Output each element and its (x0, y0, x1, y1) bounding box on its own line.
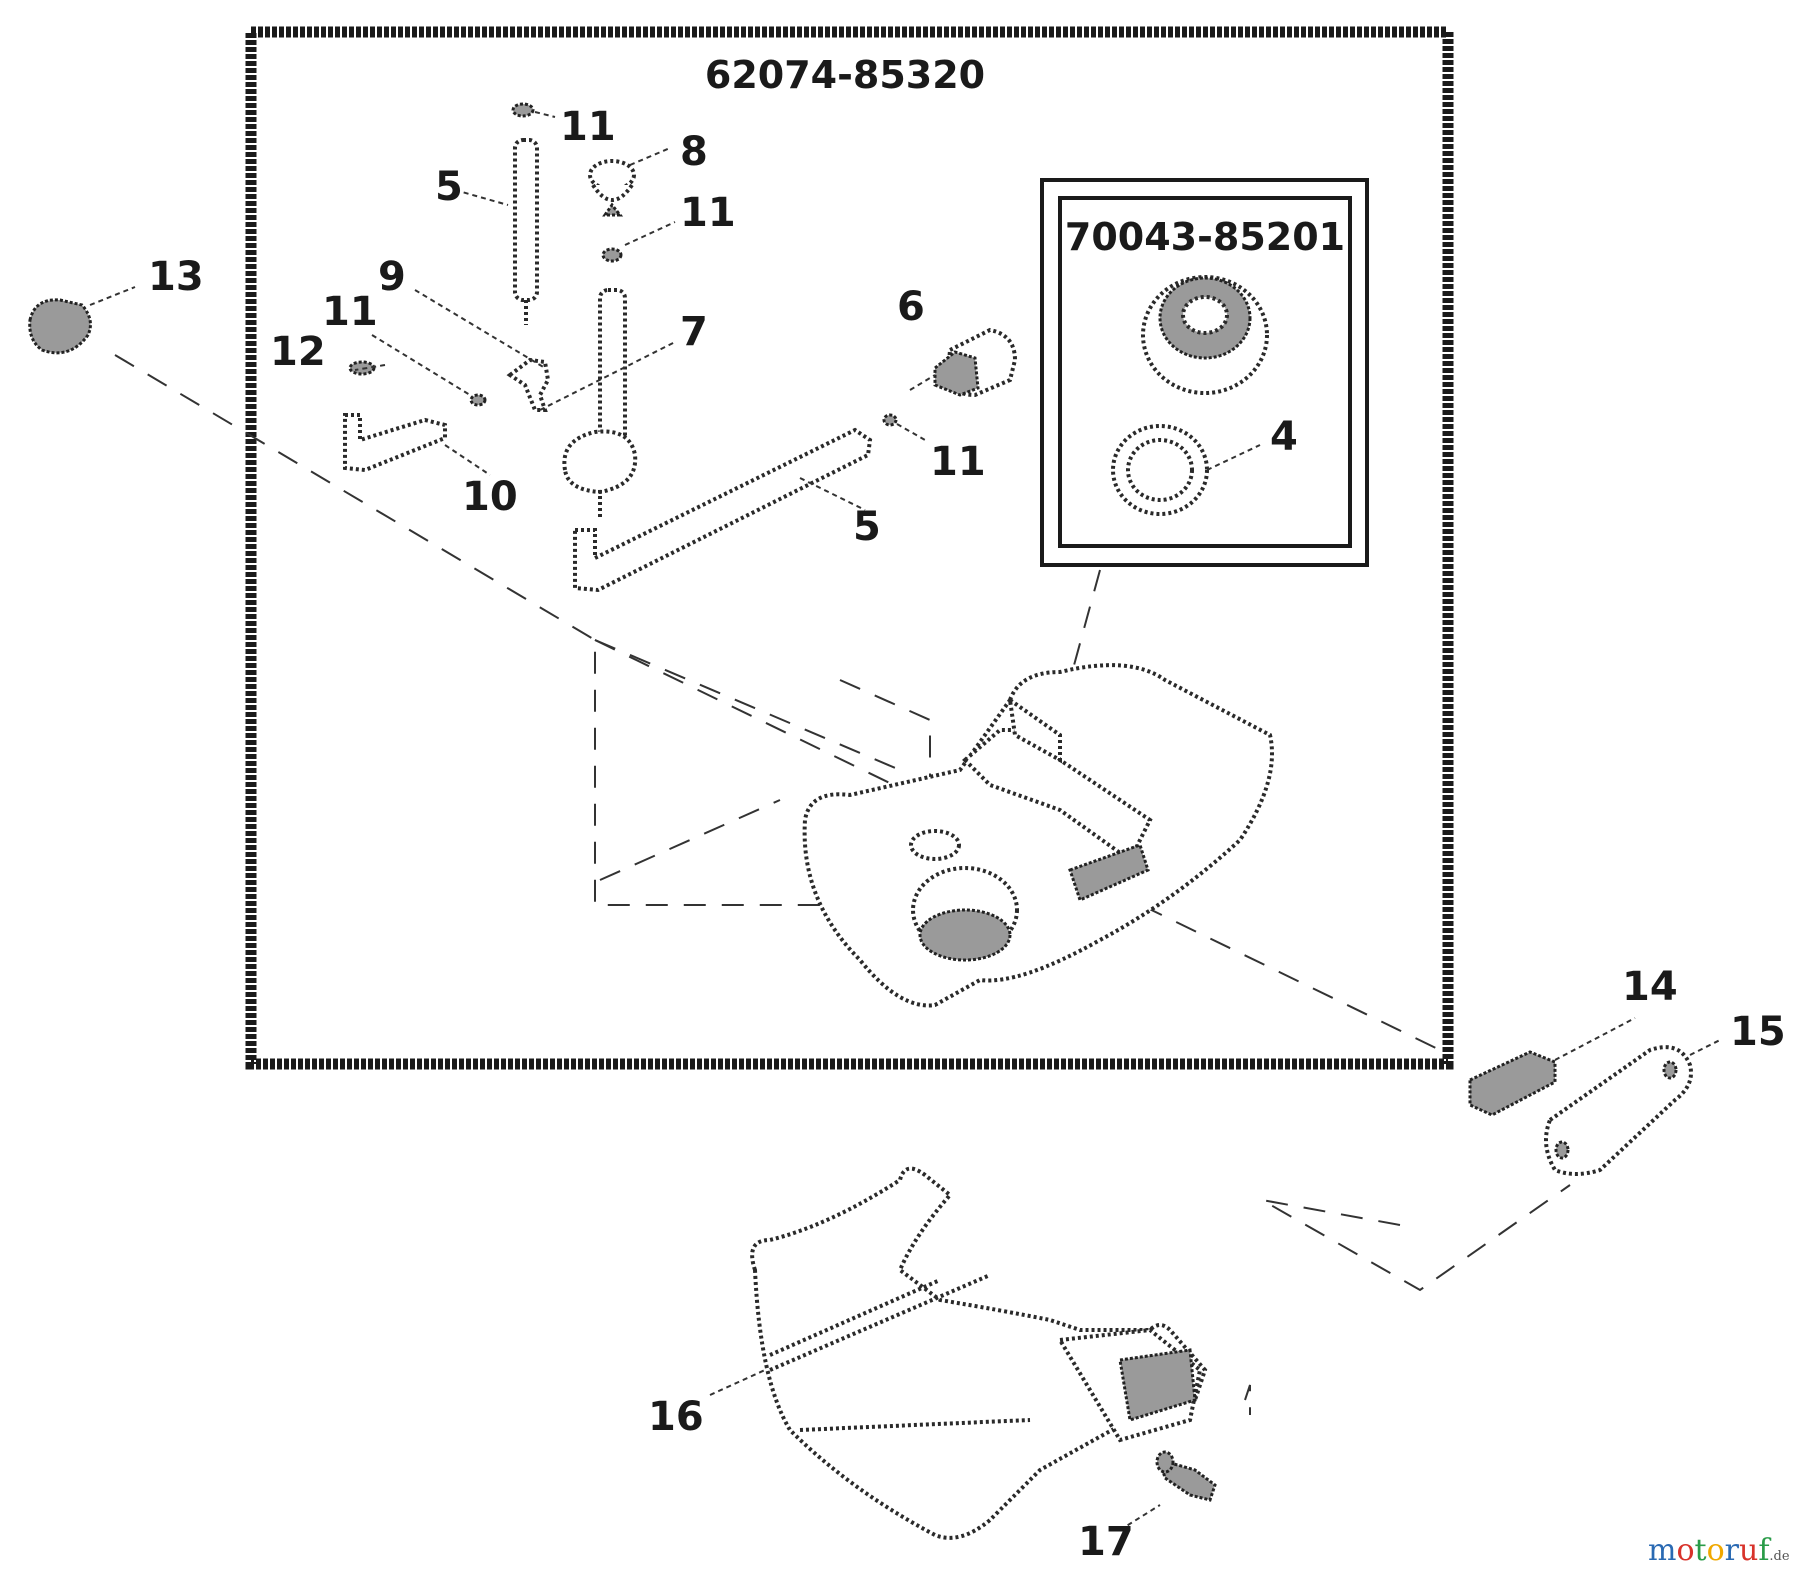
kit-frame-main (245, 26, 1454, 1070)
part-11-clip-left (469, 393, 487, 407)
part-17-bolt (1155, 1450, 1217, 1502)
callout-4: 4 (1270, 414, 1298, 460)
watermark-letter: o (1676, 1533, 1694, 1568)
part-5-vertical-hose (513, 138, 539, 325)
watermark-letter: o (1707, 1533, 1725, 1568)
part-11-clip-upper (601, 247, 623, 263)
watermark-letter: t (1695, 1533, 1707, 1568)
callout-5-bottom: 5 (853, 504, 881, 550)
kit-frame-cap (1040, 178, 1369, 567)
part-4-seal-ring (1111, 424, 1209, 516)
kit-label-main: 62074-85320 (705, 53, 985, 97)
callout-11-upper: 11 (680, 190, 736, 236)
part-12-screw (348, 360, 376, 376)
watermark-letter: f (1758, 1533, 1771, 1568)
part-9-elbow (506, 357, 551, 412)
part-16-base-plate (750, 1166, 1208, 1540)
watermark-logo: motoruf.de (1648, 1533, 1790, 1568)
part-14-grommet (1468, 1050, 1557, 1117)
leader-lines (89, 111, 1721, 1531)
callout-7: 7 (680, 309, 708, 355)
callout-9: 9 (378, 254, 406, 300)
kit-label-cap: 70043-85201 (1065, 215, 1345, 259)
part-15-bracket (1544, 1045, 1693, 1176)
watermark-letter: r (1725, 1533, 1740, 1568)
callouts: 13 5 11 8 11 9 11 12 7 6 10 11 5 4 14 15… (148, 104, 1786, 1565)
part-8-fuel-filter (588, 159, 636, 217)
watermark-suffix: .de (1769, 1549, 1789, 1564)
callout-14: 14 (1622, 964, 1678, 1010)
callout-12: 12 (270, 329, 326, 375)
part-7-fuel-hose (562, 288, 638, 520)
part-10-l-pipe (343, 413, 447, 473)
part-13-grommet (28, 298, 92, 355)
part-5-long-pipe (573, 427, 873, 593)
callout-13: 13 (148, 254, 204, 300)
callout-10: 10 (462, 474, 518, 520)
callout-11-top: 11 (560, 104, 616, 150)
callout-15: 15 (1730, 1009, 1786, 1055)
part-11-clip-top (511, 102, 535, 118)
callout-11-left: 11 (322, 289, 378, 335)
kit-frame-cap-inner (1058, 196, 1352, 548)
callout-16: 16 (648, 1394, 704, 1440)
callout-6: 6 (897, 284, 925, 330)
callout-11-right: 11 (930, 439, 986, 485)
watermark-letter: u (1739, 1533, 1758, 1568)
callout-8: 8 (680, 129, 708, 175)
callout-5-top: 5 (435, 164, 463, 210)
fuel-tank (802, 663, 1274, 1008)
watermark-letter: m (1648, 1533, 1676, 1568)
part-fuel-cap (1141, 275, 1269, 395)
callout-17: 17 (1078, 1519, 1134, 1565)
part-11-clip-right (882, 413, 898, 427)
part-6-filter (933, 327, 1018, 398)
